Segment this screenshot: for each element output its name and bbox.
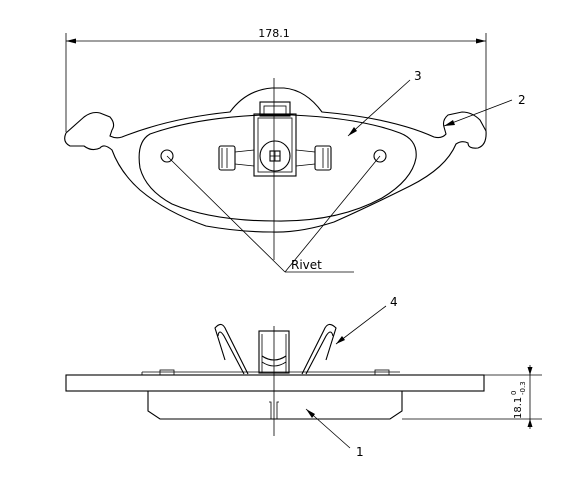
callout-3: 3 [347,69,422,137]
rivet-hole-right [373,149,387,163]
friction-pad-outline [138,114,417,222]
overall-width-dimension: 178.1 [65,27,487,132]
side-friction-block [147,391,403,420]
callout-4: 4 [335,295,398,345]
callout-3-label: 3 [414,69,422,83]
backing-plate-outline [64,87,487,233]
rivet-label: Rivet [291,258,322,272]
side-backing-plate [65,374,485,392]
overall-width-label: 178.1 [258,27,290,40]
center-clip [218,101,332,177]
callout-4-label: 4 [390,295,398,309]
callout-1: 1 [305,408,364,459]
rivet-hole-left [160,149,174,163]
side-spring-clip [214,323,337,375]
callout-1-label: 1 [356,445,364,459]
callout-2: 2 [443,93,526,127]
rivet-leader [166,155,381,273]
thickness-value: 18.1 [513,397,524,419]
thickness-dimension: 18.1 0 -0.3 [402,365,542,429]
thickness-tolerance-upper: 0 [510,391,518,395]
top-view: 178.1 [64,27,526,273]
callout-2-label: 2 [518,93,526,107]
thickness-tolerance-lower: -0.3 [519,381,527,395]
side-view: 4 1 18.1 0 -0.3 [65,295,542,459]
